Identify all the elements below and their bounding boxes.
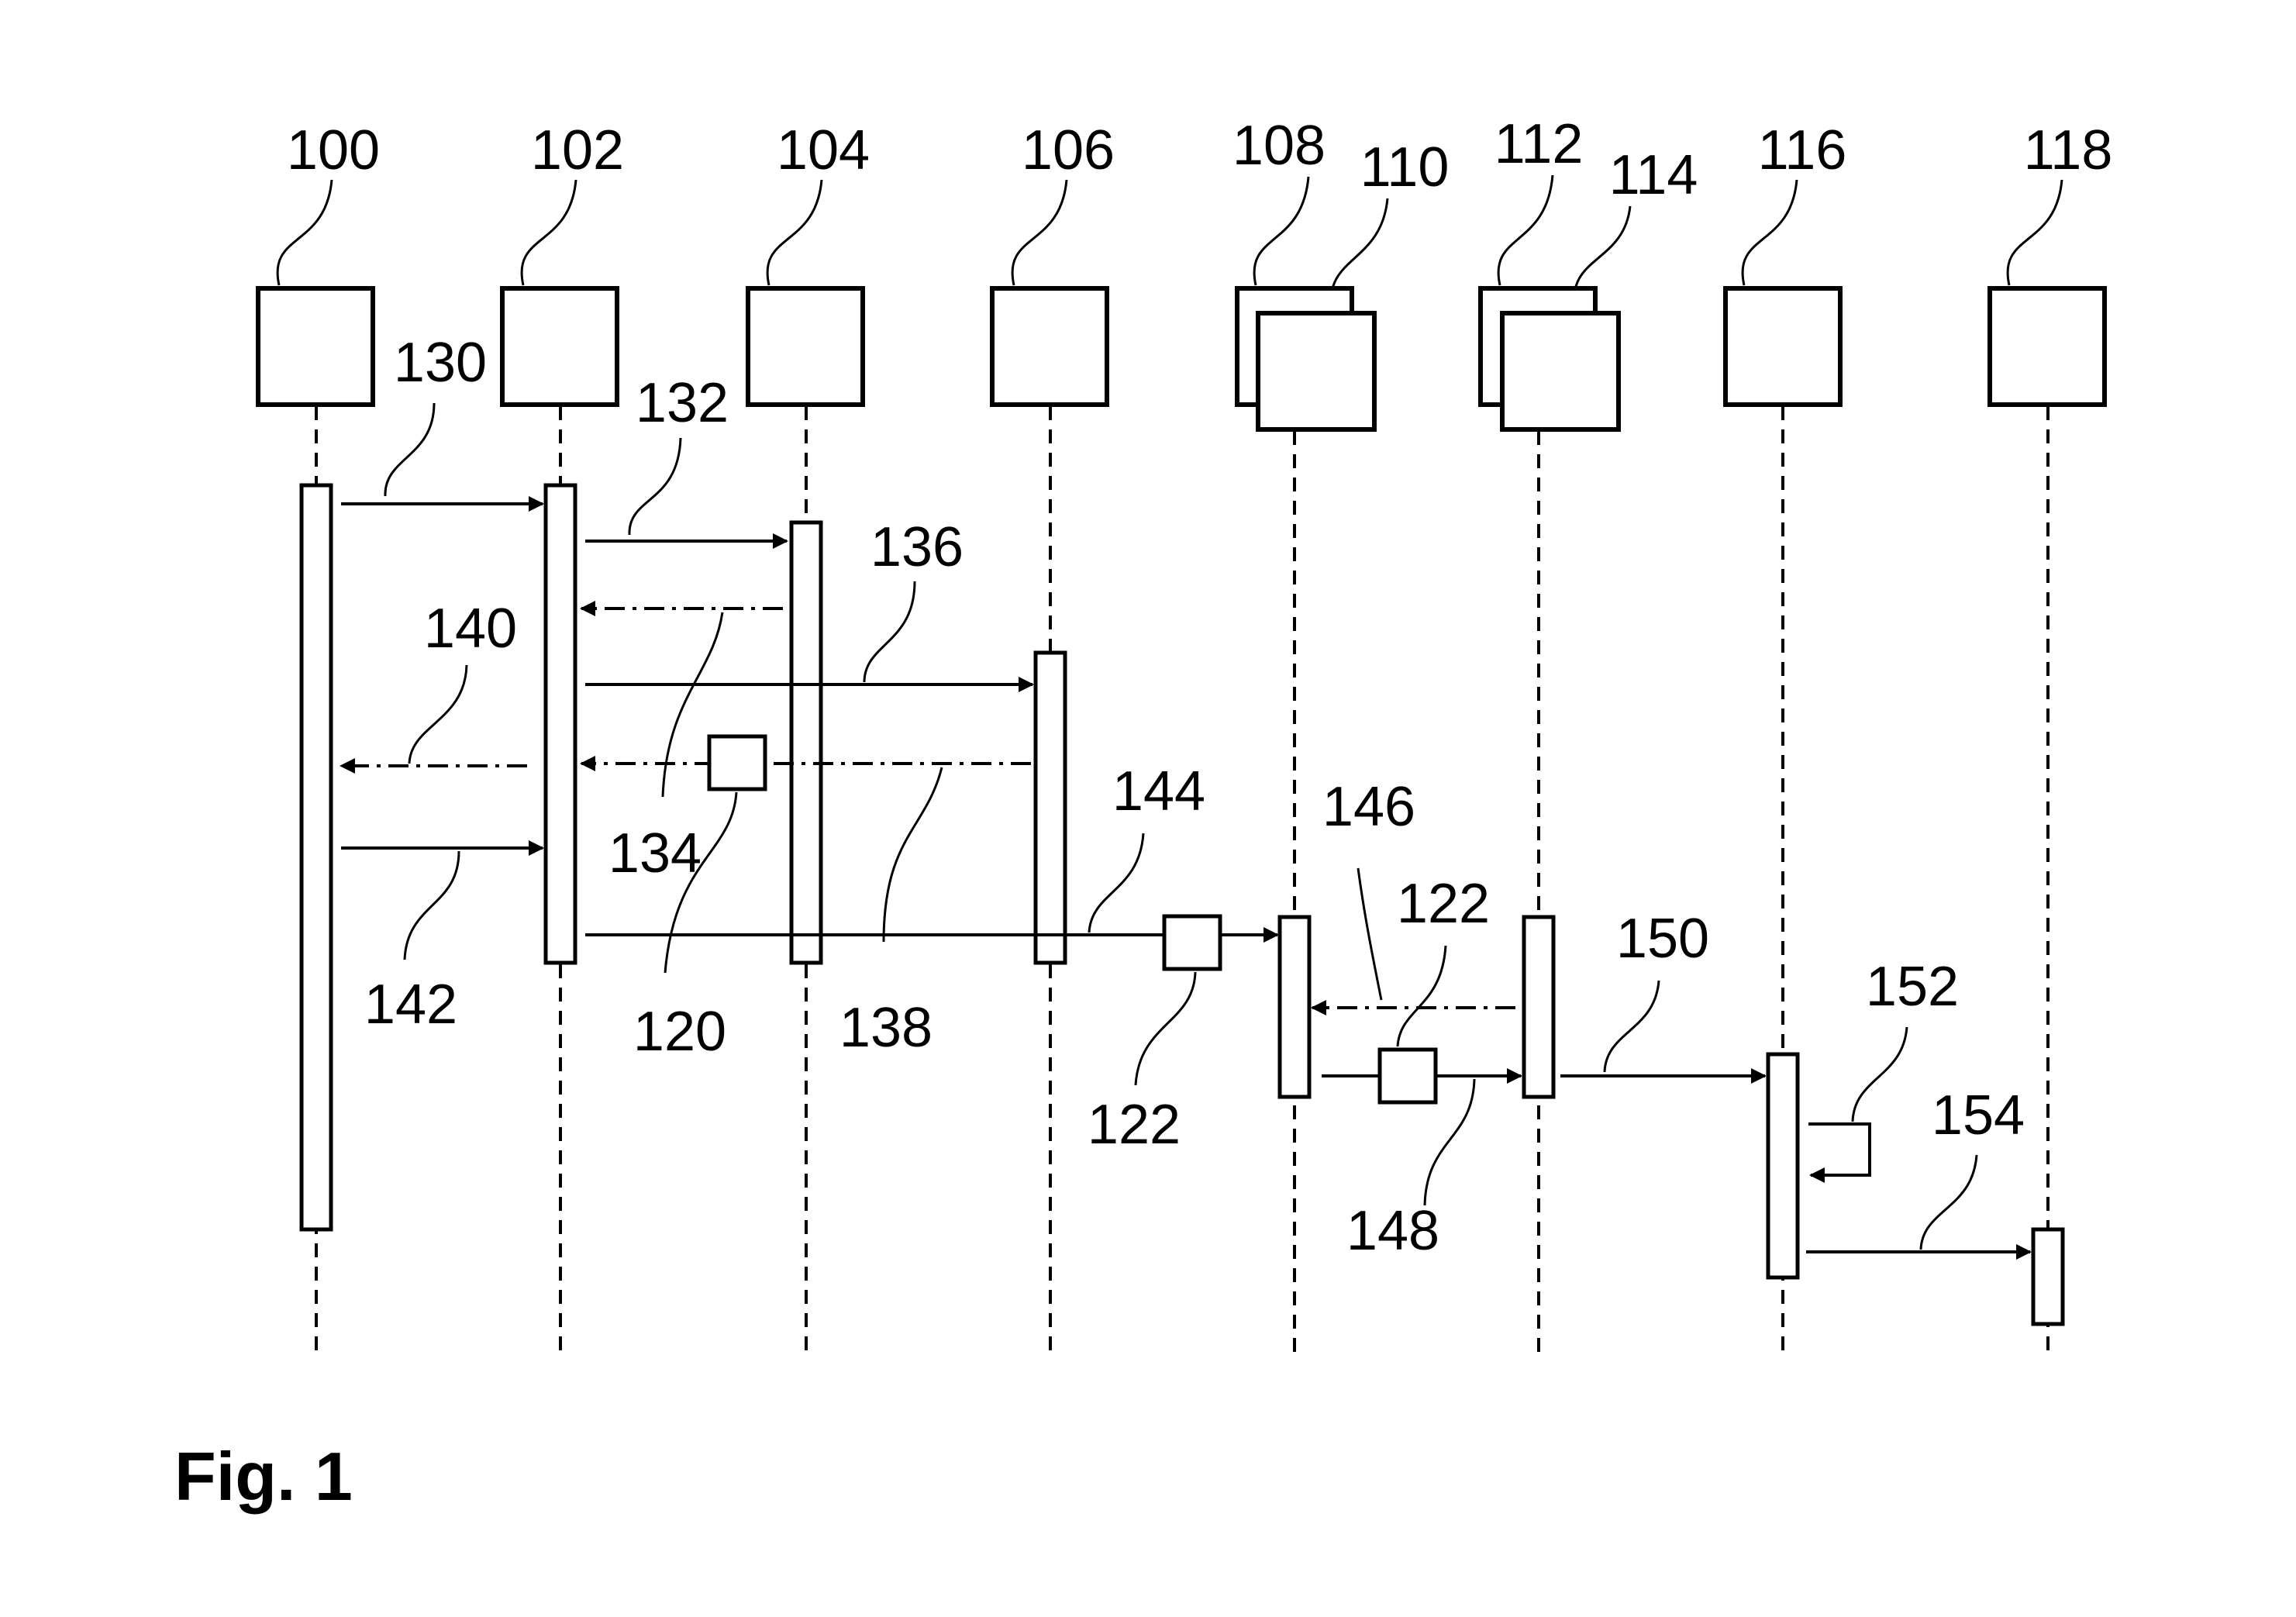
leader-154 [1919,1154,1978,1250]
message-label-154: 154 [1932,1084,2025,1146]
leader-130 [384,402,436,497]
participant-label-104: 104 [777,119,870,181]
leader-144 [1088,833,1145,933]
token-label-120: 120 [633,1001,726,1063]
data-tokens [707,734,1438,1105]
participant-box-110 [1256,311,1377,432]
participant-box-118 [1987,286,2107,407]
participant-label-100: 100 [287,119,380,181]
participant-label-106: 106 [1022,119,1115,181]
participant-box-102 [500,286,619,407]
participant-box-116 [1723,286,1843,407]
activation-118 [2031,1227,2065,1326]
leader-118 [2006,179,2063,286]
message-label-152: 152 [1866,956,1959,1018]
token-122-b [1377,1047,1438,1105]
message-label-132: 132 [636,372,729,434]
activation-104 [789,520,823,965]
leader-148 [1423,1078,1476,1206]
participant-label-110: 110 [1360,136,1450,198]
participant-labels: 100 102 104 106 108 110 112 114 116 118 [287,113,2112,206]
leader-122-a [1134,971,1197,1086]
token-label-122-b: 122 [1397,873,1490,935]
leader-136 [863,581,916,683]
message-label-142: 142 [364,974,457,1036]
activation-108-110 [1277,915,1312,1099]
message-label-136: 136 [870,516,964,578]
participant-box-114 [1500,311,1621,432]
leader-150 [1603,980,1660,1073]
leader-104 [766,179,823,286]
participant-box-104 [746,286,865,407]
message-label-144: 144 [1112,760,1205,822]
leader-102 [520,179,577,286]
leader-146 [1357,867,1383,1001]
token-122-a [1162,914,1222,971]
activation-106 [1033,650,1067,965]
message-label-150: 150 [1616,908,1709,970]
participant-label-102: 102 [531,119,624,181]
participant-label-114: 114 [1609,144,1698,206]
leader-142 [403,850,460,960]
message-152-arrow [1808,1122,1871,1183]
participant-label-112: 112 [1494,113,1584,175]
figure-label: Fig. 1 [174,1438,353,1515]
message-leaders [384,402,1978,1250]
activation-bars [299,483,2065,1326]
leader-122-b [1396,945,1447,1047]
participant-box-100 [256,286,375,407]
message-label-138: 138 [839,997,933,1059]
participant-label-108: 108 [1232,115,1326,177]
messages [340,496,2032,1260]
leader-138 [882,767,943,943]
activation-112-114 [1522,915,1556,1099]
message-label-130: 130 [394,332,487,394]
token-120 [707,734,767,791]
leader-120 [664,791,738,974]
leader-152 [1851,1026,1908,1122]
leader-106 [1011,179,1068,286]
leader-140 [408,664,468,764]
leader-116 [1741,179,1798,286]
message-label-140: 140 [424,598,517,660]
activation-116 [1766,1052,1800,1280]
leader-132 [628,437,682,536]
participant-boxes [256,286,2107,432]
message-label-148: 148 [1346,1200,1439,1262]
leader-112 [1497,174,1554,286]
participant-box-106 [990,286,1109,407]
participant-label-118: 118 [2024,119,2113,181]
activation-100 [299,483,333,1232]
participant-label-116: 116 [1758,119,1847,181]
message-labels: 130 132 134 136 138 140 142 144 146 148 … [364,332,2025,1262]
leader-134 [661,612,724,798]
message-label-134: 134 [608,822,702,884]
token-label-122-a: 122 [1088,1094,1181,1156]
activation-102 [543,483,577,965]
leader-100 [276,179,333,286]
leader-108 [1253,176,1310,286]
message-label-146: 146 [1322,776,1415,838]
